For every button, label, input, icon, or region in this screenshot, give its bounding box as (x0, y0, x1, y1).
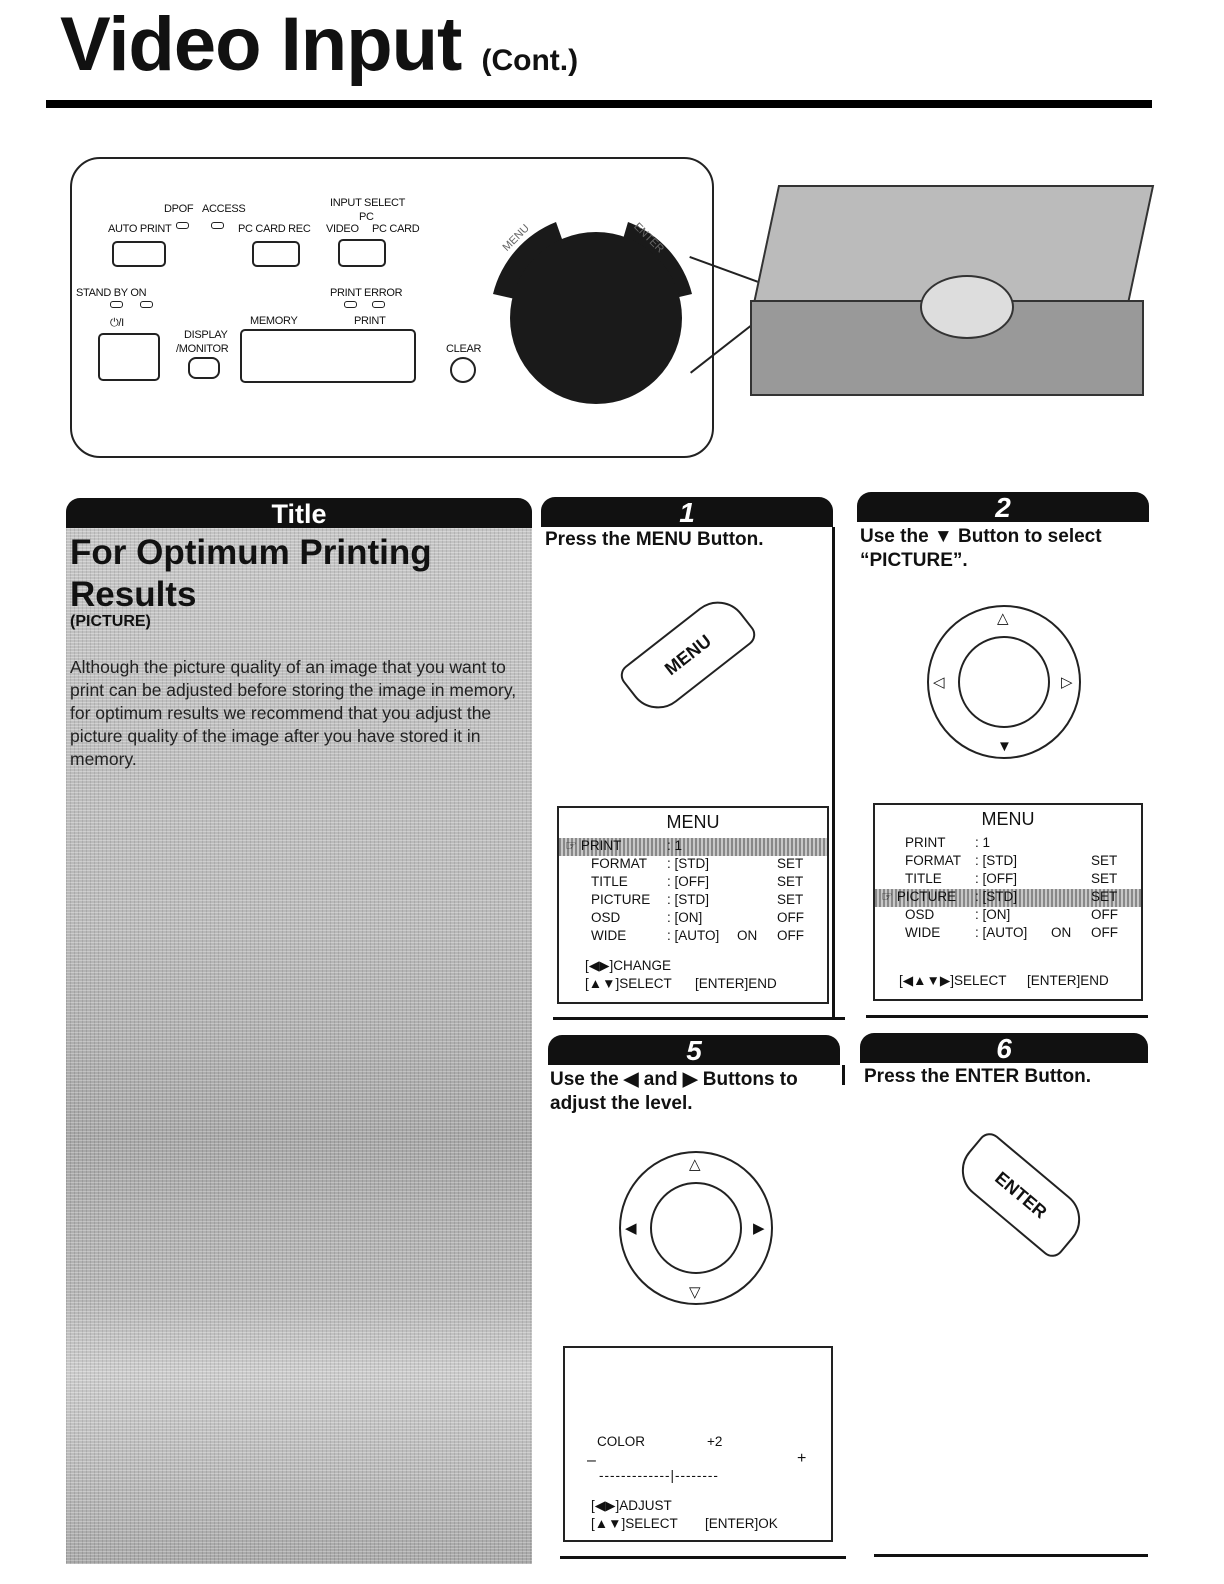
dpad-5-left-icon[interactable]: ◀ (625, 1220, 637, 1237)
menu-2-row-print: PRINT: 1 (905, 835, 991, 850)
menu-2-title: MENU (981, 809, 1035, 829)
page-title-cont: (Cont.) (481, 44, 579, 77)
label-clear: CLEAR (446, 343, 482, 355)
menu-2-row-osd: OSD: [ON]OFF (905, 907, 1118, 922)
pc-card-rec-button[interactable] (252, 241, 300, 267)
printer-dial (920, 275, 1014, 339)
dpad-5-down-icon[interactable]: ▽ (689, 1284, 701, 1301)
label-dpof: DPOF (164, 203, 194, 215)
menu-1-row-osd: OSD: [ON]OFF (591, 910, 804, 925)
label-print-error: PRINT ERROR (330, 287, 403, 299)
menu-1-foot-change: [◀▶]CHANGE (585, 958, 672, 973)
color-foot-ok: [ENTER]OK (705, 1516, 778, 1531)
color-minus: – (587, 1452, 596, 1469)
step-5-divider (842, 1065, 845, 1085)
step-6-number: 6 (860, 1033, 1148, 1064)
control-dial[interactable] (510, 232, 682, 404)
auto-print-button[interactable] (112, 241, 166, 267)
step-5-number: 5 (548, 1035, 840, 1066)
label-auto-print: AUTO PRINT (108, 223, 172, 235)
step-2-base (866, 1015, 1148, 1018)
menu-2-row-picture: ☞ PICTURE: [STD]SET (875, 889, 1141, 907)
section-body: Although the picture quality of an image… (70, 657, 517, 769)
step-1-divider (832, 527, 835, 1017)
color-label: COLOR (597, 1434, 646, 1449)
menu-1-row-title: TITLE: [OFF]SET (591, 874, 804, 889)
title-rule (46, 100, 1152, 108)
color-foot-adjust: [◀▶]ADJUST (591, 1498, 672, 1513)
label-access: ACCESS (202, 203, 246, 215)
label-pc: PC (359, 211, 374, 223)
title-tab: Title (66, 498, 532, 529)
memory-print-button[interactable] (240, 329, 416, 383)
step-6-text: Press the ENTER Button. (864, 1066, 1091, 1087)
step-6-base (874, 1554, 1148, 1557)
step-2-number: 2 (857, 492, 1149, 523)
menu-1-row-picture: PICTURE: [STD]SET (591, 892, 804, 907)
dpad-5-up-icon[interactable]: △ (689, 1156, 701, 1173)
label-input-select: INPUT SELECT (330, 197, 406, 209)
menu-2-row-title: TITLE: [OFF]SET (905, 871, 1118, 886)
label-stand-by-on: STAND BY ON (76, 287, 147, 299)
menu-2-row-format: FORMAT: [STD]SET (905, 853, 1118, 868)
color-plus: + (797, 1450, 807, 1467)
step-1-text: Press the MENU Button. (545, 529, 764, 550)
label-memory: MEMORY (250, 315, 298, 327)
color-foot-select: [▲▼]SELECT (591, 1516, 678, 1531)
dpad-step-5[interactable]: △ ▽ ◀ ▶ (619, 1151, 773, 1305)
menu-1-row-print: ☞ PRINT: 1 (559, 838, 827, 856)
menu-1-title: MENU (666, 812, 720, 832)
label-monitor: /MONITOR (176, 343, 229, 355)
section-heading: For Optimum Printing Results (70, 533, 432, 614)
menu-1-foot-end: [ENTER]END (695, 976, 777, 991)
dpad-2-up-icon[interactable]: △ (997, 610, 1009, 627)
title-column: Title For Optimum Printing Results (PICT… (66, 498, 532, 1564)
dpad-5-center[interactable] (650, 1182, 742, 1274)
dpad-2-center[interactable] (958, 636, 1050, 728)
color-level-scale: -------------|-------- (599, 1468, 719, 1483)
menu-key[interactable]: MENU (615, 589, 761, 721)
display-monitor-button[interactable] (188, 357, 220, 379)
led-print (344, 301, 357, 308)
color-adjust-screen: COLOR +2 – + -------------|-------- [◀▶]… (563, 1346, 833, 1542)
label-pc-card-rec: PC CARD REC (238, 223, 311, 235)
menu-1-row-format: FORMAT: [STD]SET (591, 856, 804, 871)
menu-1-foot-select: [▲▼]SELECT (585, 976, 672, 991)
label-display: DISPLAY (184, 329, 228, 341)
led-dpof (176, 222, 189, 229)
step-1-base (553, 1017, 845, 1020)
label-print: PRINT (354, 315, 386, 327)
section-subheading: (PICTURE) (70, 613, 151, 630)
led-on (140, 301, 153, 308)
led-standby (110, 301, 123, 308)
step-5-text: Use the ◀ and ▶ Buttons to adjust the le… (550, 1069, 798, 1114)
dpad-2-right-icon[interactable]: ▷ (1061, 674, 1073, 691)
label-power: ⏻/I (110, 317, 124, 329)
input-select-switch[interactable] (338, 239, 386, 267)
label-pc-card: PC CARD (372, 223, 420, 235)
dpad-step-2[interactable]: △ ▼ ◁ ▷ (927, 605, 1081, 759)
led-access (211, 222, 224, 229)
menu-2-foot-select: [◀▲▼▶]SELECT (899, 973, 1007, 988)
dpad-2-down-icon[interactable]: ▼ (997, 738, 1012, 755)
dpad-2-left-icon[interactable]: ◁ (933, 674, 945, 691)
dpad-5-right-icon[interactable]: ▶ (753, 1220, 765, 1237)
label-video: VIDEO (326, 223, 359, 235)
step-5-base (560, 1556, 846, 1559)
clear-button[interactable] (450, 357, 476, 383)
menu-screen-1: MENU ☞ PRINT: 1 FORMAT: [STD]SET TITLE: … (557, 806, 829, 1004)
led-error (372, 301, 385, 308)
power-button[interactable] (98, 333, 160, 381)
enter-key[interactable]: ENTER (949, 1128, 1093, 1262)
menu-2-foot-end: [ENTER]END (1027, 973, 1109, 988)
menu-screen-2: MENU PRINT: 1 FORMAT: [STD]SET TITLE: [O… (873, 803, 1143, 1001)
page-title: Video Input (Cont.) (60, 2, 579, 87)
step-2-text: Use the ▼ Button to select “PICTURE”. (860, 526, 1102, 571)
color-value: +2 (707, 1434, 723, 1449)
step-1-number: 1 (541, 497, 833, 528)
